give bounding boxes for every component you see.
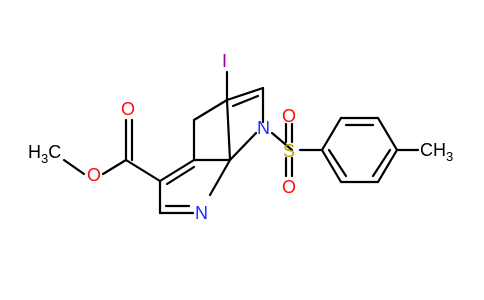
bond <box>327 148 348 178</box>
ester-oxygen-label: O <box>87 165 101 185</box>
bond <box>124 158 162 183</box>
bond <box>208 158 232 197</box>
bond <box>231 94 260 108</box>
bond <box>62 158 86 176</box>
methyl-tolyl-ch: CH <box>420 140 446 160</box>
iodine-label: I <box>222 51 227 71</box>
carbonyl-oxygen-label: O <box>121 99 135 119</box>
methyl-ester-subscript: 3 <box>41 151 48 166</box>
bond <box>320 116 343 152</box>
sulfur-label: S <box>283 141 295 161</box>
methyl-tolyl-subscript: 3 <box>446 149 453 164</box>
bonds <box>62 70 420 215</box>
methyl-ester-h: H <box>28 142 41 162</box>
methyl-tolyl-label: CH3 <box>420 140 453 164</box>
bond <box>376 148 399 184</box>
bond <box>225 98 232 162</box>
bond <box>165 165 196 186</box>
bond <box>270 131 294 152</box>
bond <box>376 116 399 152</box>
bond <box>101 158 128 176</box>
sulfonyl-oxygen-bottom-label: O <box>282 177 296 197</box>
bond <box>371 148 392 178</box>
pyrrole-nitrogen-label: N <box>257 118 270 138</box>
bond <box>320 148 343 184</box>
methyl-ester-label: H3C <box>28 142 61 166</box>
methyl-ester-c: C <box>48 142 61 162</box>
bond <box>192 98 229 122</box>
bond <box>228 131 258 162</box>
pyridine-nitrogen-label: N <box>195 203 208 223</box>
bond <box>225 86 265 102</box>
sulfonyl-oxygen-top-label: O <box>282 106 296 126</box>
bond <box>158 158 196 183</box>
